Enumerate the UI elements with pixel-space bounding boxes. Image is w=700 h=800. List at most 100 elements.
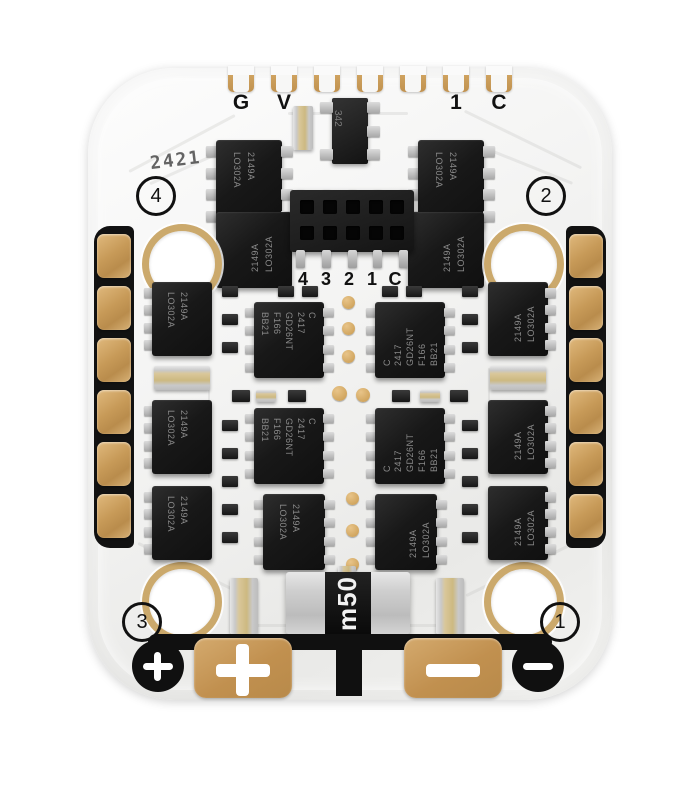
right-rail-pad[interactable]	[569, 390, 603, 434]
chip-line-1: LO302A	[232, 152, 242, 189]
ic-line-4: 2417	[393, 343, 403, 366]
header-pin[interactable]	[323, 200, 337, 214]
resistor-center	[392, 390, 410, 402]
chip-line-2: 2149A	[513, 431, 523, 460]
ic-tr-legs-l	[366, 308, 377, 372]
via-dot	[356, 388, 370, 402]
mosfet-l3-legs	[144, 492, 155, 554]
mosfet-top-left-2: LO302A 2149A	[216, 212, 292, 288]
left-rail-pad[interactable]	[97, 338, 131, 382]
ic-line-5: C	[307, 418, 317, 425]
ic-br-legs-r	[444, 414, 455, 478]
via-dot	[332, 386, 347, 401]
mosfet-b2-legs2	[436, 500, 447, 564]
ic-line-1: BB21	[429, 447, 439, 472]
mosfet-l1-legs	[144, 288, 155, 350]
sot23-marking: 342	[332, 110, 343, 127]
shunt-marking: m50	[332, 575, 363, 631]
ic-line-1: BB21	[260, 418, 270, 443]
chip-line-2: 2149A	[513, 517, 523, 546]
chip-line-2: 2149A	[448, 152, 458, 181]
positive-marker-dot	[132, 640, 184, 692]
mosfet-right-2: LO302A 2149A	[488, 400, 548, 474]
resistor-center	[288, 390, 306, 402]
header-label-c: C	[388, 269, 402, 289]
top-pad-g[interactable]	[228, 66, 254, 92]
chip-line-2: 2149A	[291, 504, 301, 533]
minus-pad-glyph	[426, 664, 480, 677]
ic-line-3: GD26NT	[284, 418, 294, 457]
ic-line-2: F166	[417, 449, 427, 472]
ic-line-2: F166	[417, 343, 427, 366]
shunt-resistor-m50: m50	[286, 572, 410, 634]
chip-line-1: LO302A	[526, 423, 536, 460]
header-pin[interactable]	[390, 226, 404, 240]
header-pin[interactable]	[300, 200, 314, 214]
mosfet-r2-legs	[545, 406, 556, 468]
mosfet-b2-legs	[366, 500, 377, 564]
sot23-legs-left	[320, 102, 333, 160]
header-pin[interactable]	[369, 226, 383, 240]
ic-line-4: 2417	[296, 418, 306, 441]
power-pad-positive[interactable]	[194, 638, 292, 698]
chip-line-2: 2149A	[408, 529, 418, 558]
plus-pad-glyph-v	[236, 644, 249, 696]
chip-line-1: LO302A	[526, 509, 536, 546]
ic-bl-legs-r	[323, 414, 334, 478]
driver-ic-top-left: BB21 F166 GD26NT 2417 C	[254, 302, 324, 378]
via-dot	[342, 350, 355, 363]
chip-line-1: LO302A	[264, 235, 274, 272]
mosfet-b1-legs	[254, 500, 265, 564]
left-rail-pad[interactable]	[97, 494, 131, 538]
ic-br-legs-l	[366, 414, 377, 478]
right-rail-pad[interactable]	[569, 442, 603, 486]
mosfet-tl-legs	[206, 146, 218, 222]
plus-glyph-v	[154, 652, 161, 681]
left-rail-pad[interactable]	[97, 286, 131, 330]
header-pin[interactable]	[323, 226, 337, 240]
top-pad-5[interactable]	[400, 66, 426, 92]
power-pad-negative[interactable]	[404, 638, 502, 698]
top-pad-label-v: V	[276, 91, 291, 114]
header-pin[interactable]	[300, 226, 314, 240]
pin-header-2x5[interactable]	[290, 190, 414, 252]
right-rail-pad[interactable]	[569, 286, 603, 330]
mosfet-bottom-left: LO302A 2149A	[263, 494, 325, 570]
chip-line-2: 2149A	[179, 410, 189, 439]
right-rail-pad[interactable]	[569, 234, 603, 278]
header-pin[interactable]	[369, 200, 383, 214]
cap-bottom-left	[230, 578, 258, 634]
chip-line-2: 2149A	[513, 313, 523, 342]
power-plane-split	[336, 640, 362, 696]
driver-ic-bottom-left: BB21 F166 GD26NT 2417 C	[254, 408, 324, 484]
header-pin[interactable]	[346, 226, 360, 240]
ic-line-5: C	[307, 312, 317, 319]
sot23-342: 342	[332, 98, 368, 164]
top-pad-label-1: 1	[450, 91, 462, 114]
header-pin[interactable]	[346, 200, 360, 214]
right-rail-pad[interactable]	[569, 494, 603, 538]
ic-tr-legs-r	[444, 308, 455, 372]
top-pad-label-c: C	[491, 91, 507, 114]
driver-ic-bottom-right: BB21 F166 GD26NT 2417 C	[375, 408, 445, 484]
header-pin[interactable]	[390, 200, 404, 214]
chip-line-1: LO302A	[166, 292, 176, 329]
minus-glyph	[523, 663, 553, 670]
mosfet-left-3: LO302A 2149A	[152, 486, 212, 560]
mosfet-top-right-2: LO302A 2149A	[408, 212, 484, 288]
top-pad-3[interactable]	[314, 66, 340, 92]
ic-line-1: BB21	[260, 312, 270, 337]
left-rail-pad[interactable]	[97, 234, 131, 278]
mosfet-l2-legs	[144, 406, 155, 468]
top-pad-1[interactable]	[443, 66, 469, 92]
chip-line-2: 2149A	[179, 292, 189, 321]
chip-line-1: LO302A	[278, 504, 288, 541]
left-rail-pad[interactable]	[97, 390, 131, 434]
top-pad-c[interactable]	[486, 66, 512, 92]
right-rail-pad[interactable]	[569, 338, 603, 382]
chip-line-1: LO302A	[166, 410, 176, 447]
top-pad-4[interactable]	[357, 66, 383, 92]
top-pad-v[interactable]	[271, 66, 297, 92]
left-rail-pad[interactable]	[97, 442, 131, 486]
